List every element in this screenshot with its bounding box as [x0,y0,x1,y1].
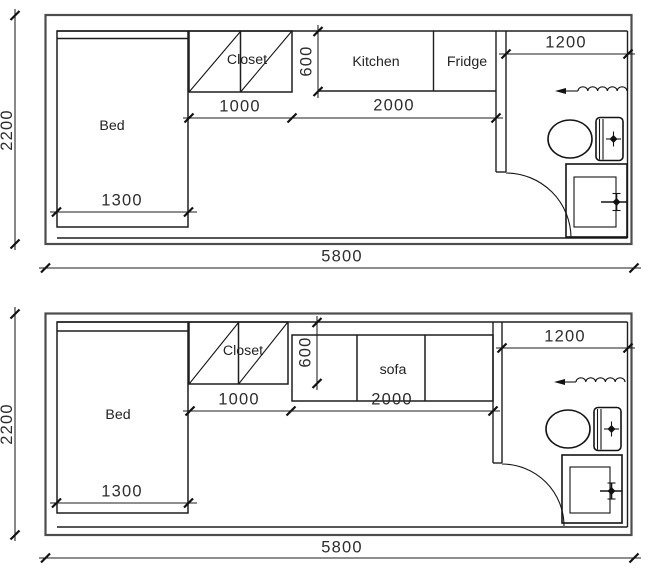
toilet-icon [547,116,624,162]
dim-1000-2000-bottom: 1000 2000 [183,390,500,417]
closet-label: Closet [223,343,263,359]
dim-overall-width: 5800 [321,538,363,556]
kitchen-counter: Kitchen Fridge [318,31,496,92]
dim-5800-top: 5800 [39,247,641,274]
kitchen-label: Kitchen [352,54,399,70]
dim-bed-width: 1300 [101,191,143,209]
bed: Bed [56,30,189,228]
door-arc [501,463,565,527]
dim-1000-2000-top: 1000 2000 [183,96,503,124]
bed: Bed [56,321,189,514]
dim-counter-depth: 600 [296,336,314,367]
floor-plan-top: Bed Closet Kitchen Fridge [0,9,641,274]
bathroom-wall [492,322,503,464]
sink-icon [561,454,623,524]
dim-bath-width: 1200 [544,327,586,345]
dim-1200-top: 1200 [499,33,635,60]
fridge-label: Fridge [447,54,487,70]
wavy-arrow-icon [555,86,628,94]
wavy-arrow-icon [554,377,626,385]
dim-2200-top: 2200 [0,9,21,250]
dim-1300-top: 1300 [50,191,197,218]
dim-closet-width: 1000 [219,97,261,115]
closet-label: Closet [227,52,267,68]
dim-bath-width: 1200 [545,33,587,51]
outer-wall [44,312,633,537]
dim-5800-bottom: 5800 [39,538,641,564]
dim-bed-width: 1300 [101,482,143,500]
dim-600-top: 600 [297,25,324,98]
closet: Closet [188,30,293,93]
dim-closet-width: 1000 [218,390,260,408]
closet: Closet [188,321,289,385]
dim-counter-depth: 600 [297,45,315,76]
dim-counter-width: 2000 [373,96,415,114]
toilet-icon [545,406,622,452]
bed-label: Bed [99,118,124,134]
dim-sofa-width: 2000 [371,390,413,408]
floor-plan-bottom: Bed Closet sofa [0,307,641,564]
dim-600-bottom: 600 [296,316,323,390]
dim-overall-height: 2200 [0,109,16,151]
bathroom-wall [495,31,507,173]
dim-1200-bottom: 1200 [496,327,635,354]
dim-2200-bottom: 2200 [0,307,21,541]
sofa-label: sofa [380,362,407,378]
dim-overall-width: 5800 [321,247,363,265]
bed-label: Bed [105,407,130,423]
dim-1300-bottom: 1300 [50,482,197,509]
dim-overall-height: 2200 [0,403,16,445]
outer-wall [44,13,633,246]
door-arc [505,172,572,239]
sink-icon [565,163,628,238]
